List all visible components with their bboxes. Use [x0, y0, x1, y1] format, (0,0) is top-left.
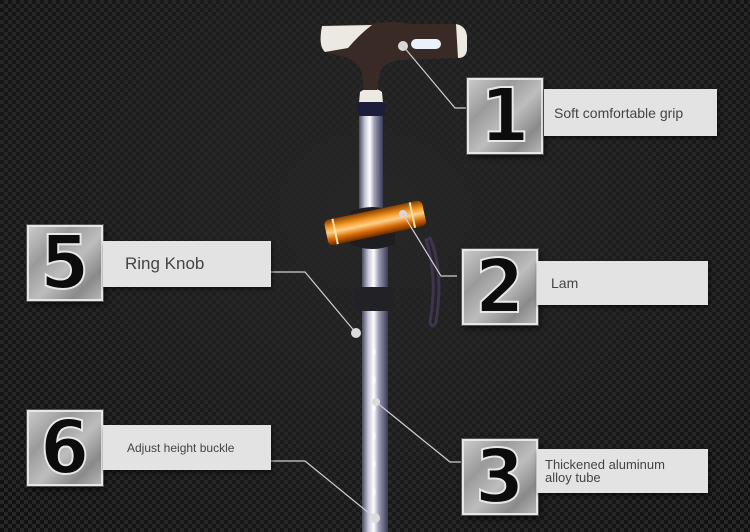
- label-text: Ring Knob: [125, 254, 205, 273]
- badge-2: 2: [462, 249, 538, 325]
- badge-1: 1: [467, 78, 543, 154]
- label-thickened-aluminum-alloy-tube: Thickened aluminum alloy tube: [537, 449, 708, 493]
- label-text: Soft comfortable grip: [554, 104, 684, 121]
- label-text: Lam: [551, 275, 579, 291]
- badge-number: 2: [475, 244, 526, 330]
- label-lam: Lam: [537, 261, 708, 305]
- label-ring-knob: Ring Knob: [103, 241, 271, 287]
- badge-6: 6: [27, 410, 103, 486]
- label-adjust-height-buckle: Adjust height buckle: [103, 425, 271, 470]
- badge-number: 6: [40, 405, 91, 491]
- badge-number: 1: [480, 73, 531, 159]
- label-soft-comfortable-grip: Soft comfortable grip: [544, 89, 717, 136]
- badge-5: 5: [27, 225, 103, 301]
- badge-3: 3: [462, 439, 538, 515]
- badge-number: 3: [475, 434, 526, 520]
- label-text: Adjust height buckle: [127, 440, 235, 455]
- label-text: Thickened aluminum alloy tube: [545, 457, 665, 485]
- badge-number: 5: [40, 220, 91, 306]
